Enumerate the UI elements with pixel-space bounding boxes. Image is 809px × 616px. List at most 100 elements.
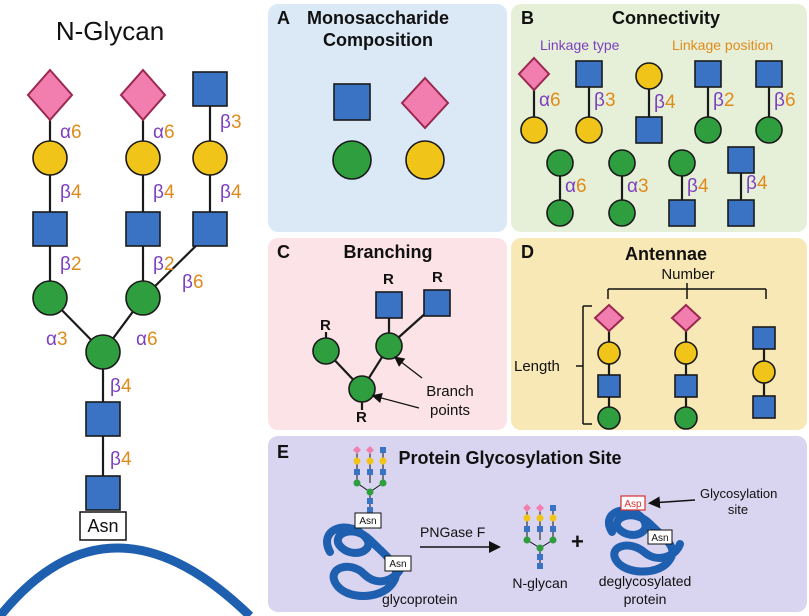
panel-c-title: Branching [343, 242, 432, 262]
asn-box [354, 512, 382, 529]
panel-a-title-line1: Monosaccharide [307, 8, 449, 28]
r-label: R [356, 409, 367, 426]
released-nglycan [523, 504, 557, 569]
mannose-circle [312, 337, 340, 365]
asn-box [79, 511, 127, 541]
sialic-acid-diamond [593, 303, 625, 333]
panel-a-title-line2: Composition [323, 30, 433, 50]
panel-c: C Branching R R R R Branch points [268, 238, 507, 430]
protein-backbone [0, 543, 254, 616]
glcnac-square [85, 401, 121, 437]
linkage-label: β2 [60, 254, 82, 275]
nglycan-structure: N-Glycan Asn [0, 16, 254, 616]
galactose-circle [125, 140, 161, 176]
asn-label: Asn [389, 559, 406, 570]
galactose-circle [752, 360, 776, 384]
mannose-circle [348, 375, 376, 403]
panel-b: B Connectivity Linkage type Linkage posi… [511, 4, 807, 232]
glcnac-square [575, 60, 603, 88]
asn-box [647, 529, 673, 545]
linkage-type-label: Linkage type [540, 37, 620, 53]
glcnac-square [125, 211, 161, 247]
linkage-label: α6 [565, 176, 587, 197]
mannose-circle [375, 332, 403, 360]
glycosylation-site-label-line1: Glycosylation [700, 486, 777, 501]
glcnac-square [423, 289, 451, 317]
mannose-circle [85, 334, 121, 370]
panel-d-background [511, 238, 807, 430]
glcnac-square [375, 291, 403, 319]
galactose-circle [674, 341, 698, 365]
mannose-circle [597, 406, 621, 430]
mannose-circle [125, 280, 161, 316]
glcnac-square [192, 71, 228, 107]
panel-e: E Protein Glycosylation Site [268, 436, 807, 612]
glcnac-square [32, 211, 68, 247]
glcnac-square [755, 60, 783, 88]
panel-b-title: Connectivity [612, 8, 720, 28]
linkage-label: β6 [774, 90, 796, 111]
panel-a: A Monosaccharide Composition [268, 4, 507, 232]
mannose-circle [674, 406, 698, 430]
linkage-label: β3 [220, 112, 242, 133]
linkage-label: β4 [60, 182, 82, 203]
sialic-acid-diamond [26, 68, 74, 122]
galactose-circle [520, 116, 548, 144]
panel-d: D Antennae Number Length [511, 238, 807, 430]
panel-c-letter: C [277, 242, 290, 262]
mannose-circle [546, 149, 574, 177]
mannose-circle [608, 199, 636, 227]
sialic-acid-diamond [119, 68, 167, 122]
linkage-label: α6 [136, 329, 158, 350]
glcnac-square [635, 116, 663, 144]
branch-arrow [371, 392, 420, 409]
mannose-circle [546, 199, 574, 227]
panel-a-background [268, 4, 507, 232]
glycosylation-site-label-line2: site [728, 502, 748, 517]
mini-glycan [353, 446, 387, 513]
panel-d-letter: D [521, 242, 534, 262]
asn-box [384, 555, 412, 572]
panel-e-letter: E [277, 442, 289, 462]
glcnac-square [597, 374, 621, 398]
linkage-label: α6 [539, 90, 561, 111]
glcnac-square [674, 374, 698, 398]
linkage-label: β4 [654, 92, 676, 113]
linkage-label: β2 [153, 254, 175, 275]
linkage-label: α6 [60, 122, 82, 143]
number-label: Number [661, 266, 714, 283]
sialic-acid-diamond [670, 303, 702, 333]
r-label: R [383, 271, 394, 288]
length-label: Length [514, 358, 560, 375]
linkage-label: α3 [627, 176, 649, 197]
glcnac-square [752, 395, 776, 419]
mannose-circle [332, 140, 372, 180]
branch-points-label-line2: points [430, 402, 470, 419]
mannose-circle [32, 280, 68, 316]
linkage-label: β4 [110, 376, 132, 397]
asp-box [620, 495, 646, 511]
linkage-label: β2 [713, 90, 735, 111]
enzyme-label: PNGase F [420, 524, 485, 540]
glcnac-square [668, 199, 696, 227]
linkage-label: β4 [153, 182, 175, 203]
galactose-circle [597, 341, 621, 365]
branch-points-label-line1: Branch [426, 383, 474, 400]
glcnac-square [192, 211, 228, 247]
glcnac-square [333, 83, 371, 121]
panel-e-title: Protein Glycosylation Site [398, 448, 621, 468]
linkage-label: α6 [153, 122, 175, 143]
linkage-label: β4 [110, 449, 132, 470]
r-label: R [320, 317, 331, 334]
r-label: R [432, 269, 443, 286]
nglycan-title: N-Glycan [56, 16, 164, 46]
linkage-label: β4 [220, 182, 242, 203]
glcnac-square [727, 146, 755, 174]
nglycan-label: N-glycan [512, 575, 567, 591]
linkage-label: α3 [46, 329, 68, 350]
galactose-circle [635, 62, 663, 90]
plus-sign: + [571, 529, 584, 554]
linkage-label: β4 [687, 176, 709, 197]
site-arrow [648, 496, 696, 509]
asn-label: Asn [359, 516, 376, 527]
